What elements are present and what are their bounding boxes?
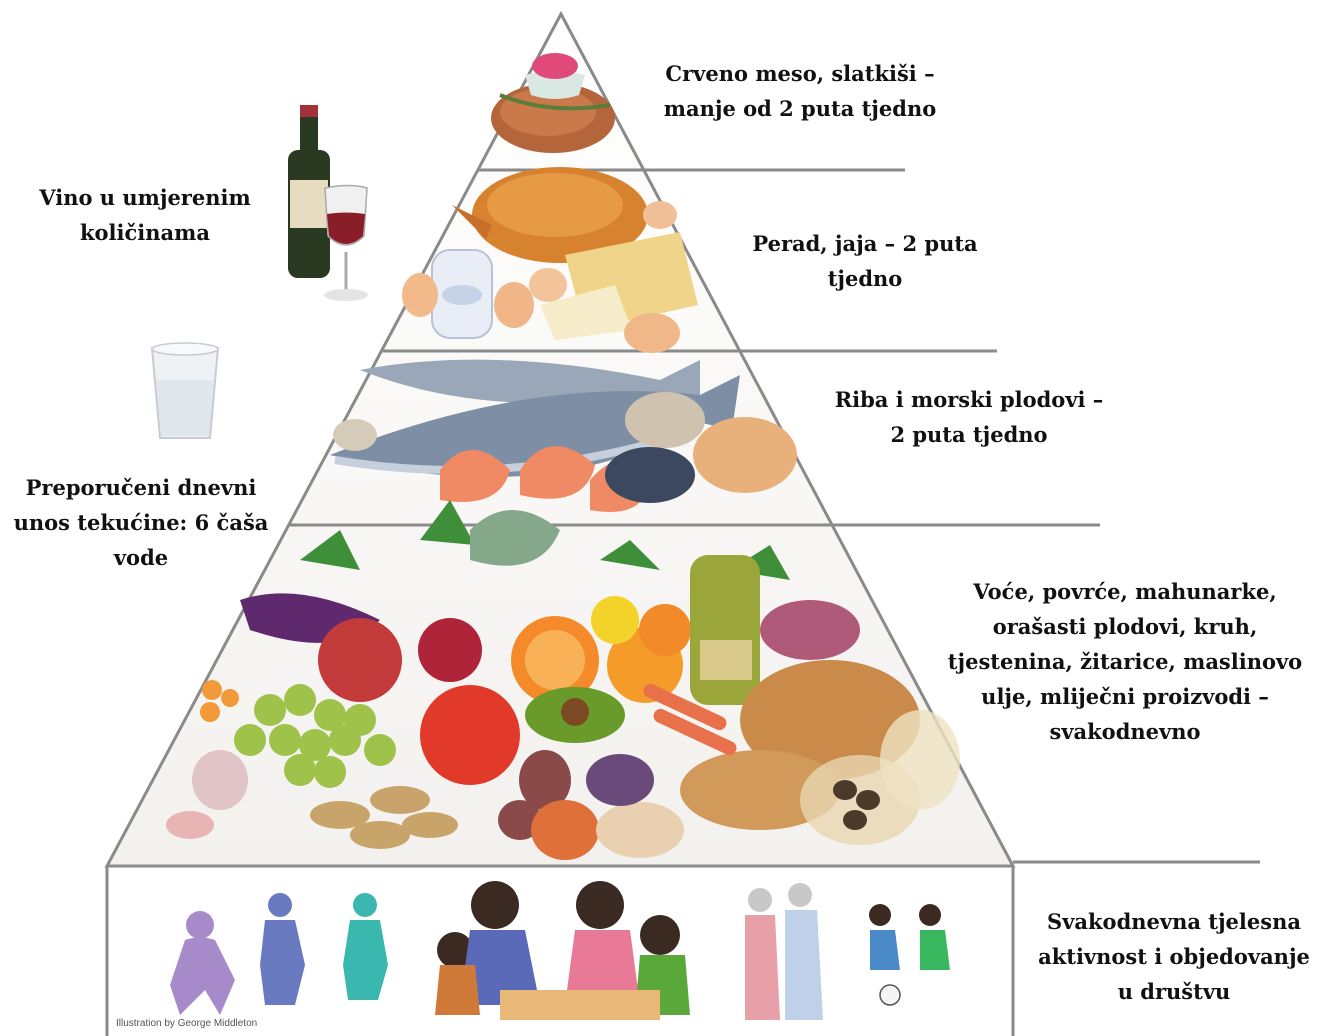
tier-plants-line-1: Voće, povrće, mahunarke, (973, 579, 1277, 604)
tier-plants-label: Voće, povrće, mahunarke, orašasti plodov… (930, 574, 1320, 749)
tier-poultry-label: Perad, jaja – 2 puta tjedno (720, 226, 1010, 296)
poultry-eggs-illustration (402, 167, 698, 353)
tier-poultry-line-1: Perad, jaja – 2 puta (752, 231, 978, 256)
tier-activity-line-2: aktivnost i objedovanje (1038, 944, 1310, 969)
tier-plants-line-5: svakodnevno (1049, 719, 1201, 744)
red-meat-sweets-illustration (491, 53, 615, 153)
tier-fish-label: Riba i morski plodovi – 2 puta tjedno (806, 382, 1132, 452)
wine-note-line-1: Vino u umjerenim (39, 185, 251, 210)
water-note-line-2: unos tekućine: 6 čaša (13, 510, 269, 535)
wine-note-label: Vino u umjerenim količinama (10, 180, 280, 250)
wine-note-line-2: količinama (80, 220, 210, 245)
illustration-credit: Illustration by George Middleton (116, 1018, 258, 1029)
tier-top-label: Crveno meso, slatkiši – manje od 2 puta … (640, 56, 960, 126)
tier-top-line-1: Crveno meso, slatkiši – (665, 61, 935, 86)
wine-illustration (288, 105, 368, 301)
activity-people-illustration (170, 881, 950, 1020)
tier-fish-line-2: 2 puta tjedno (890, 422, 1048, 447)
tier-plants-line-2: orašasti plodovi, kruh, (992, 614, 1258, 639)
tier-activity-label: Svakodnevna tjelesna aktivnost i objedov… (1022, 904, 1326, 1009)
tier-poultry-line-2: tjedno (827, 266, 903, 291)
tier-activity-line-3: u društvu (1117, 979, 1231, 1004)
water-note-line-1: Preporučeni dnevni (25, 475, 257, 500)
tier-fish-line-1: Riba i morski plodovi – (834, 387, 1104, 412)
water-note-label: Preporučeni dnevni unos tekućine: 6 čaša… (0, 470, 282, 575)
tier-plants-line-3: tjestenina, žitarice, maslinovo (947, 649, 1303, 674)
plants-grains-illustration (166, 500, 960, 860)
tier-plants-line-4: ulje, mliječni proizvodi – (981, 684, 1269, 709)
tier-activity-line-1: Svakodnevna tjelesna (1047, 909, 1301, 934)
water-note-line-3: vode (113, 545, 169, 570)
water-glass-illustration (150, 342, 220, 439)
fish-seafood-illustration (330, 359, 797, 512)
tier-top-line-2: manje od 2 puta tjedno (663, 96, 937, 121)
